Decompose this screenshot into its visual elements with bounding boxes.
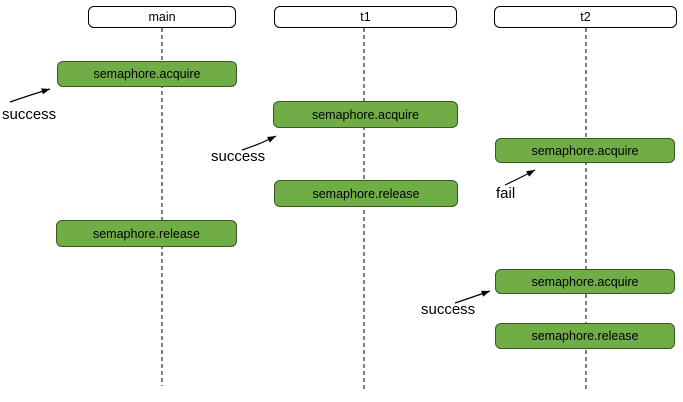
activation-t1-release: semaphore.release [274,180,458,207]
annotation-success-t2: success [421,301,476,318]
lifeline-header-main: main [88,6,236,28]
annotation-success-main: success [2,106,57,123]
activation-t1-acquire: semaphore.acquire [273,101,458,128]
lifeline-header-t2: t2 [494,6,677,28]
annotation-success-t1: success [211,148,266,165]
activation-t2-acquire-success: semaphore.acquire [495,269,675,294]
annotation-fail-t2: fail [496,185,516,202]
arrow-success-main-acquire [9,88,51,103]
activation-main-acquire: semaphore.acquire [57,61,237,87]
activation-t2-release: semaphore.release [495,323,675,349]
activation-main-release: semaphore.release [56,220,237,247]
arrow-fail-t2-acquire [504,169,536,186]
lifeline-header-t1: t1 [274,6,457,28]
activation-t2-acquire-fail: semaphore.acquire [495,138,675,163]
